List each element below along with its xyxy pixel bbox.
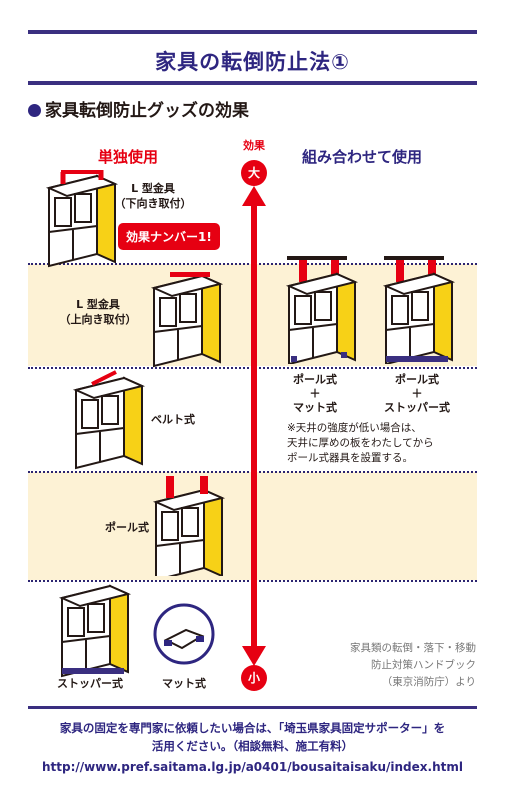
label-mat: マット式 xyxy=(162,677,206,690)
combo-pole-stopper-icon xyxy=(384,256,453,364)
page-title: 家具の転倒防止法① xyxy=(155,50,350,74)
title-rule xyxy=(28,81,477,85)
label-belt: ベルト式 xyxy=(151,413,195,426)
combo-pole-mat-icon xyxy=(287,256,356,364)
effect-badge: 効果ナンバー1! xyxy=(118,223,220,250)
cabinet-belt-icon xyxy=(75,370,143,469)
cabinet-stopper-icon xyxy=(61,585,129,677)
footer-line-2: 活用ください。（相談無料、施工有料） xyxy=(151,739,354,753)
footer-line-1: 家具の固定を専門家に依頼したい場合は、「埼玉県家具固定サポーター」を xyxy=(59,721,446,735)
effect-arrow xyxy=(242,186,266,666)
label-l-down: L 型金具 （下向き取付） xyxy=(114,182,192,210)
label-l-up: L 型金具 （上向き取付） xyxy=(59,298,137,326)
label-stopper: ストッパー式 xyxy=(57,677,123,690)
axis-top-marker: 大 xyxy=(241,160,267,186)
footer-url[interactable]: http://www.pref.saitama.lg.jp/a0401/bous… xyxy=(42,760,463,774)
bullet-icon xyxy=(28,104,41,117)
source-note: 家具類の転倒・落下・移動 防止対策ハンドブック （東京消防庁）より xyxy=(350,642,476,688)
cabinet-pole-icon xyxy=(155,476,223,576)
mat-icon xyxy=(153,603,215,665)
label-combo-b: ポール式 ＋ ストッパー式 xyxy=(384,373,450,414)
cabinet-l-down-icon xyxy=(48,170,116,267)
axis-bottom-marker: 小 xyxy=(241,665,267,691)
ceiling-note: ※天井の強度が低い場合は、 天井に厚めの板をわたしてから ポール式器具を設置する… xyxy=(287,422,434,464)
top-rule xyxy=(28,30,477,34)
label-pole: ポール式 xyxy=(105,521,149,534)
section-heading: 家具転倒防止グッズの効果 xyxy=(28,96,249,121)
cabinet-l-up-icon xyxy=(153,272,221,367)
footer-rule xyxy=(28,706,477,709)
axis-label: 効果 xyxy=(243,139,265,152)
column-title-combined: 組み合わせて使用 xyxy=(302,148,423,166)
column-title-single: 単独使用 xyxy=(98,148,159,166)
label-combo-a: ポール式 ＋ マット式 xyxy=(293,373,337,414)
